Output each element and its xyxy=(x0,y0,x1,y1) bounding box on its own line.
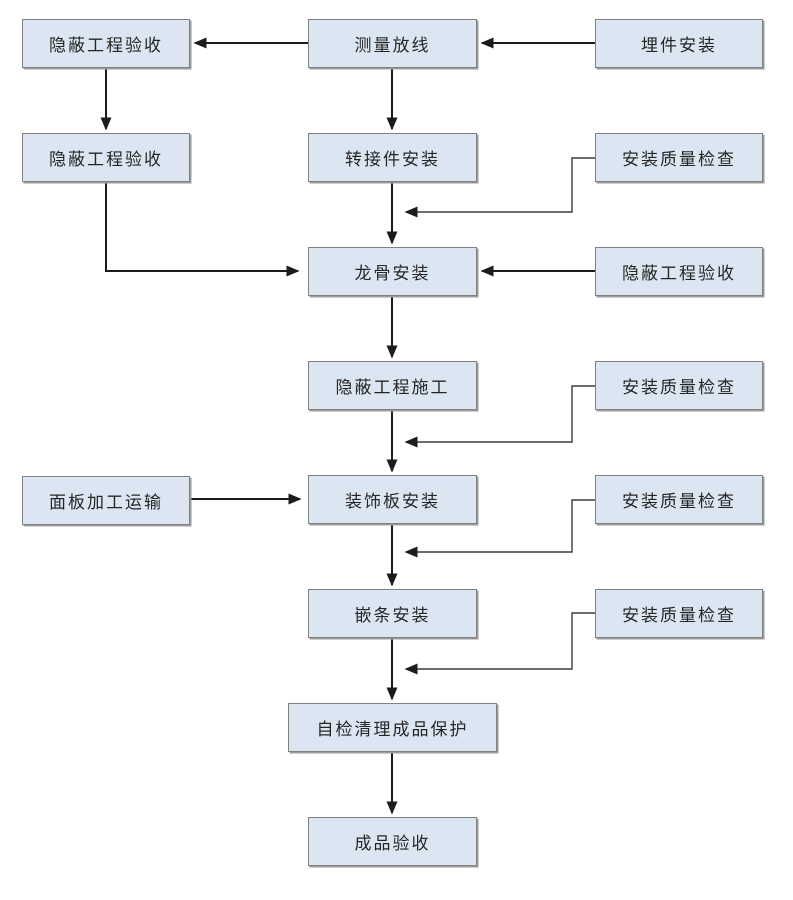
flow-node-concealed-work-construction: 隐蔽工程施工 xyxy=(308,361,477,410)
flow-node-label: 隐蔽工程验收 xyxy=(49,150,163,169)
flow-node-survey-setting-out: 测量放线 xyxy=(308,19,477,68)
flow-node-label: 隐蔽工程验收 xyxy=(49,36,163,55)
flow-node-label: 隐蔽工程施工 xyxy=(335,378,450,397)
flow-node-label: 龙骨安装 xyxy=(354,264,431,283)
flow-node-concealed-work-acceptance-1: 隐蔽工程验收 xyxy=(22,19,190,68)
flow-node-label: 嵌条安装 xyxy=(354,606,431,625)
flow-node-install-quality-check-4: 安装质量检查 xyxy=(595,589,763,638)
flow-node-label: 安装质量检查 xyxy=(622,492,736,511)
flow-node-label: 测量放线 xyxy=(354,36,431,55)
flow-node-label: 装饰板安装 xyxy=(345,492,440,511)
flow-node-label: 安装质量检查 xyxy=(622,378,736,397)
flow-node-adapter-install: 转接件安装 xyxy=(308,133,477,182)
flow-edge-acceptance2-to-keel xyxy=(105,182,300,277)
flow-node-keel-install: 龙骨安装 xyxy=(308,247,477,296)
flow-node-label: 成品验收 xyxy=(354,834,431,853)
flow-node-install-quality-check-2: 安装质量检查 xyxy=(595,361,763,410)
flow-node-label: 埋件安装 xyxy=(641,36,717,55)
flow-node-panel-processing-transport: 面板加工运输 xyxy=(22,476,190,525)
flow-node-label: 安装质量检查 xyxy=(622,150,736,169)
flow-node-label: 隐蔽工程验收 xyxy=(622,264,736,283)
flow-node-finished-product-acceptance: 成品验收 xyxy=(308,817,477,866)
flow-node-trim-strip-install: 嵌条安装 xyxy=(308,589,477,638)
flow-node-concealed-work-acceptance-3: 隐蔽工程验收 xyxy=(595,247,763,296)
flow-node-embedded-parts-install: 埋件安装 xyxy=(595,19,763,68)
flow-node-concealed-work-acceptance-2: 隐蔽工程验收 xyxy=(22,133,190,182)
flow-node-label: 安装质量检查 xyxy=(622,606,736,625)
flow-node-decorative-panel-install: 装饰板安装 xyxy=(308,475,477,524)
flow-node-label: 自检清理成品保护 xyxy=(316,720,469,739)
flow-node-install-quality-check-3: 安装质量检查 xyxy=(595,475,763,524)
flow-node-self-check-clean-protect: 自检清理成品保护 xyxy=(288,703,497,752)
flow-node-install-quality-check-1: 安装质量检查 xyxy=(595,133,763,182)
flow-node-label: 面板加工运输 xyxy=(49,493,163,512)
flow-node-label: 转接件安装 xyxy=(345,150,440,169)
